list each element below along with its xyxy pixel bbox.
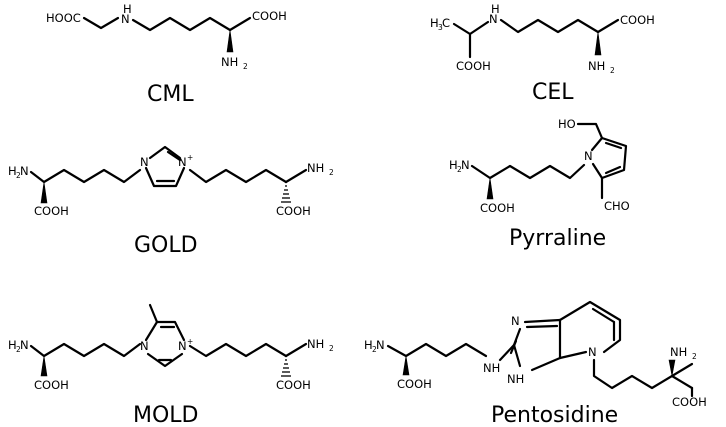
mold-h2n-label: H bbox=[8, 338, 17, 352]
cel-n-label: N bbox=[489, 12, 498, 26]
gold-structure: H 2 N COOH N N + NH 2 COOH GOLD bbox=[8, 145, 334, 258]
pentosidine-h2n-label: H bbox=[364, 338, 373, 352]
caption-cml: CML bbox=[147, 82, 194, 107]
mold-nh2-right-label: NH bbox=[307, 337, 324, 351]
gold-nh2-right-sub: 2 bbox=[329, 168, 334, 177]
gold-h2n-n: N bbox=[20, 164, 29, 178]
pentosidine-nh-left-label: NH bbox=[483, 361, 500, 375]
mold-n2-label: N bbox=[178, 339, 187, 353]
cel-cooh-label: COOH bbox=[620, 13, 655, 27]
caption-pentosidine: Pentosidine bbox=[491, 403, 618, 427]
cel-structure: H 3 C H N COOH COOH NH 2 CEL bbox=[430, 2, 655, 105]
pyrraline-h2n-n: N bbox=[461, 158, 470, 172]
mold-cooh-left-label: COOH bbox=[34, 378, 69, 392]
cml-structure: HOOC H N COOH NH 2 CML bbox=[46, 2, 287, 107]
mold-h2n-n: N bbox=[20, 338, 29, 352]
caption-mold: MOLD bbox=[133, 403, 199, 427]
cml-nh-h-label: H bbox=[123, 2, 132, 16]
pyrraline-h2n-sub: 2 bbox=[457, 165, 462, 174]
cel-nh-h-label: H bbox=[491, 2, 500, 16]
gold-nh2-right-label: NH bbox=[307, 161, 324, 175]
pyrraline-structure: H 2 N COOH N HO CHO Pyrraline bbox=[449, 117, 630, 251]
pyrraline-cho-label: CHO bbox=[604, 199, 630, 213]
cel-cooh-bottom-label: COOH bbox=[456, 59, 491, 73]
pentosidine-h2n-n: N bbox=[376, 338, 385, 352]
pyrraline-cooh-label: COOH bbox=[480, 201, 515, 215]
gold-h2n-label: H bbox=[8, 164, 17, 178]
pentosidine-cooh-right-label: COOH bbox=[672, 395, 707, 409]
caption-gold: GOLD bbox=[134, 233, 198, 258]
pentosidine-h2n-sub: 2 bbox=[372, 345, 377, 354]
mold-cooh-right-label: COOH bbox=[276, 378, 311, 392]
gold-n2-label: N bbox=[178, 155, 187, 169]
cel-h3c-label: H bbox=[430, 16, 439, 30]
caption-cel: CEL bbox=[532, 80, 574, 105]
pentosidine-nh2-right-sub: 2 bbox=[692, 352, 697, 361]
cel-nh2-sub: 2 bbox=[610, 66, 615, 75]
cml-cooh-label: COOH bbox=[252, 9, 287, 23]
caption-pyrraline: Pyrraline bbox=[509, 226, 606, 251]
gold-h2n-sub: 2 bbox=[16, 171, 21, 180]
cel-c-label: C bbox=[442, 16, 450, 30]
mold-n2-plus: + bbox=[187, 337, 193, 346]
cel-h3c-sub: 3 bbox=[438, 23, 443, 32]
cml-hooc-label: HOOC bbox=[46, 11, 81, 25]
mold-hash-bond bbox=[281, 359, 291, 377]
cel-nh2-label: NH bbox=[588, 59, 605, 73]
mold-h2n-sub: 2 bbox=[16, 345, 21, 354]
gold-cooh-right-label: COOH bbox=[276, 204, 311, 218]
gold-hash-bond bbox=[281, 185, 291, 203]
mold-n1-label: N bbox=[140, 339, 149, 353]
cml-nh2-sub: 2 bbox=[243, 62, 248, 71]
pentosidine-n-top-label: N bbox=[511, 314, 520, 328]
cml-nh2-label: NH bbox=[221, 55, 238, 69]
pentosidine-structure: H 2 N COOH NH N NH N NH 2 COOH Pentosidi… bbox=[364, 300, 707, 427]
pyrraline-n-label: N bbox=[584, 149, 593, 163]
gold-cooh-left-label: COOH bbox=[34, 204, 69, 218]
gold-n2-plus: + bbox=[187, 153, 193, 162]
pentosidine-cooh-left-label: COOH bbox=[397, 377, 432, 391]
pentosidine-n-ring-label: N bbox=[588, 345, 597, 359]
mold-structure: H 2 N COOH N N + NH 2 COOH MOLD bbox=[8, 303, 334, 427]
pyrraline-ho-label: HO bbox=[558, 117, 576, 131]
pentosidine-nh2-right-label: NH bbox=[670, 345, 687, 359]
mold-nh2-right-sub: 2 bbox=[329, 344, 334, 353]
pyrraline-h2n-label: H bbox=[449, 158, 458, 172]
cml-n-label: N bbox=[121, 12, 130, 26]
gold-n1-label: N bbox=[140, 155, 149, 169]
pentosidine-nh-ring-label: NH bbox=[507, 372, 524, 386]
